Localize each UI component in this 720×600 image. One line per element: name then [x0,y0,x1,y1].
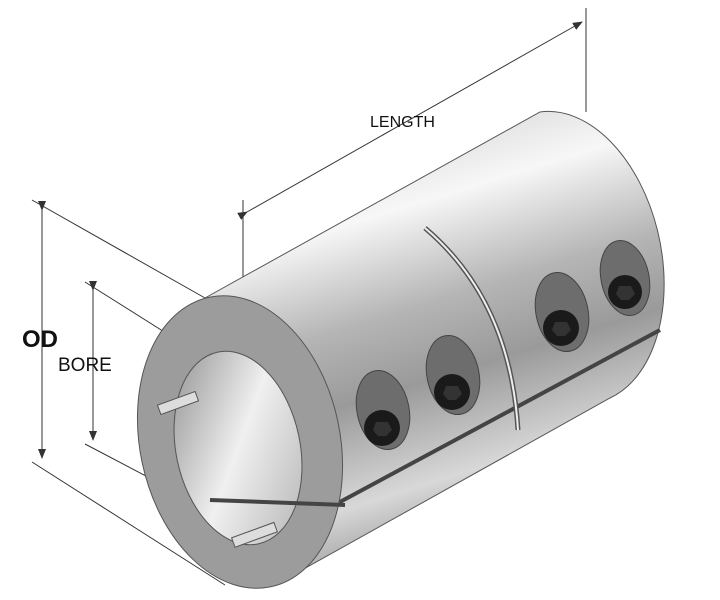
od-extension-bottom [31,461,226,586]
screw-pockets [355,239,651,450]
screw-1 [355,370,411,450]
screw-4 [599,239,651,317]
od-extension-top [31,199,206,299]
keyway-bottom [230,521,278,548]
bore-hole [173,350,303,546]
length-dimension-line [237,21,583,220]
face-split [209,498,346,507]
od-label: OD [22,326,58,353]
screw-2 [425,335,481,415]
keyway-top [156,390,200,416]
bore-label: BORE [58,355,112,376]
dimension-lines [31,8,587,586]
length-label: LENGTH [370,114,435,131]
screw-3 [534,272,590,352]
split-line [324,328,661,512]
